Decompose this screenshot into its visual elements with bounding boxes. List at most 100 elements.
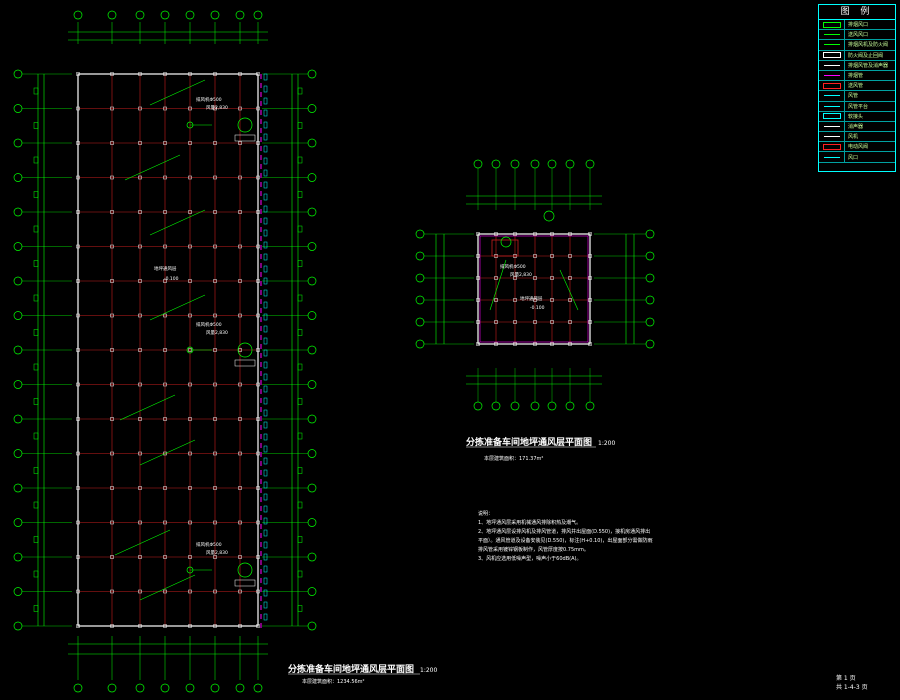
dimension-text-mark: [33, 467, 39, 474]
axis-bubble-bottom: [565, 401, 575, 411]
legend-symbol-icon: [819, 91, 845, 101]
airflow-arrow: [149, 209, 206, 236]
structural-column: [238, 313, 242, 318]
legend-symbol-icon: [819, 40, 845, 50]
axis-bubble-left: [13, 242, 23, 251]
window-mark: [263, 73, 268, 81]
structural-column: [163, 279, 167, 283]
structural-column: [76, 348, 80, 352]
fan-label: 风量2,830: [206, 104, 228, 111]
window-mark: [263, 133, 268, 141]
legend-label: 排烟风机及防火阀: [848, 42, 889, 49]
dimension-text-mark: [33, 225, 39, 233]
structural-column: [163, 141, 167, 145]
axis-bubble-right: [645, 339, 655, 349]
structural-column: [188, 486, 192, 490]
window-mark: [263, 85, 268, 93]
axis-bubble-left: [13, 173, 23, 182]
legend-row: 风管: [819, 91, 895, 102]
legend-row: 风口: [819, 152, 895, 163]
axis-bubble-left: [13, 104, 23, 113]
axis-bubble-left: [415, 295, 425, 305]
structural-column: [188, 520, 192, 525]
structural-column: [76, 589, 80, 594]
room-label: 地坪通风层: [154, 265, 177, 272]
dimension-text-mark: [33, 156, 39, 164]
legend-swatch: [823, 34, 840, 36]
dimension-text-mark: [297, 225, 303, 233]
structural-column: [256, 313, 260, 318]
legend-symbol-icon: [819, 60, 845, 70]
airflow-arrow: [119, 394, 176, 421]
structural-column: [138, 520, 142, 525]
room-label: 地坪通风层: [520, 295, 543, 302]
axis-bubble-left: [13, 483, 23, 493]
legend-panel: 图 例 排烟风口送风风口排烟风机及防火阀防火阀及止回阀排烟风管及消声器排烟管送风…: [818, 4, 896, 172]
legend-symbol-icon: [819, 132, 845, 142]
structural-column: [163, 382, 167, 387]
dimension-text-mark: [33, 398, 39, 405]
structural-column: [494, 232, 498, 236]
axis-bubble-top: [235, 10, 245, 20]
window-mark: [263, 397, 268, 405]
structural-column: [213, 624, 217, 628]
legend-row: 软接头: [819, 111, 895, 122]
window-mark: [263, 517, 268, 525]
structural-column: [533, 276, 537, 280]
structural-column: [163, 313, 167, 318]
structural-column: [110, 279, 114, 283]
structural-column: [188, 244, 192, 249]
structural-column: [76, 417, 80, 421]
structural-column: [533, 320, 537, 324]
structural-column: [513, 298, 517, 302]
legend-label: 风口: [848, 154, 859, 161]
fan-detail-circle: [237, 342, 253, 358]
window-mark: [263, 241, 268, 249]
structural-column: [163, 72, 167, 76]
structural-column: [110, 106, 114, 111]
airflow-arrow: [139, 439, 196, 466]
legend-label: 风机: [848, 134, 859, 141]
structural-column: [213, 175, 217, 180]
structural-column: [256, 175, 260, 180]
structural-column: [110, 555, 114, 559]
window-mark: [263, 565, 268, 573]
fan-label: 风量2,830: [206, 549, 228, 556]
room-label: -0.100: [164, 276, 179, 282]
notes-line: 排风管采用镀锌钢板制作，风管厚度按0.75mm。: [478, 547, 589, 553]
fan-label: 风量2,830: [510, 271, 532, 278]
structural-column: [188, 279, 192, 283]
structural-column: [76, 210, 80, 214]
structural-column: [256, 589, 260, 594]
structural-column: [138, 451, 142, 456]
structural-column: [533, 298, 537, 302]
window-mark: [263, 493, 268, 501]
structural-column: [513, 342, 517, 346]
window-mark: [263, 361, 268, 369]
structural-column: [163, 348, 167, 352]
structural-column: [110, 520, 114, 525]
structural-column: [550, 298, 554, 302]
legend-swatch: [823, 44, 840, 46]
window-mark: [263, 457, 268, 465]
window-mark: [263, 205, 268, 213]
window-mark: [263, 481, 268, 489]
structural-column: [76, 244, 80, 249]
dimension-text-mark: [297, 398, 303, 405]
legend-label: 软接头: [848, 113, 864, 120]
structural-column: [476, 232, 480, 236]
structural-column: [238, 417, 242, 421]
structural-column: [513, 232, 517, 236]
axis-bubble-bottom: [585, 401, 595, 411]
structural-column: [568, 232, 572, 236]
structural-column: [76, 279, 80, 283]
legend-row: 排烟风口: [819, 20, 895, 31]
dimension-text-mark: [33, 363, 39, 371]
dimension-text-mark: [33, 87, 39, 95]
structural-column: [533, 232, 537, 236]
axis-bubble-top: [160, 10, 170, 20]
design-notes: 说明： 1、地坪通风层采用机械通风排除积热及潮气。 2、地坪通风层设排风机及排风…: [478, 510, 653, 564]
structural-column: [76, 451, 80, 456]
structural-column: [213, 313, 217, 318]
legend-swatch: [823, 156, 840, 158]
